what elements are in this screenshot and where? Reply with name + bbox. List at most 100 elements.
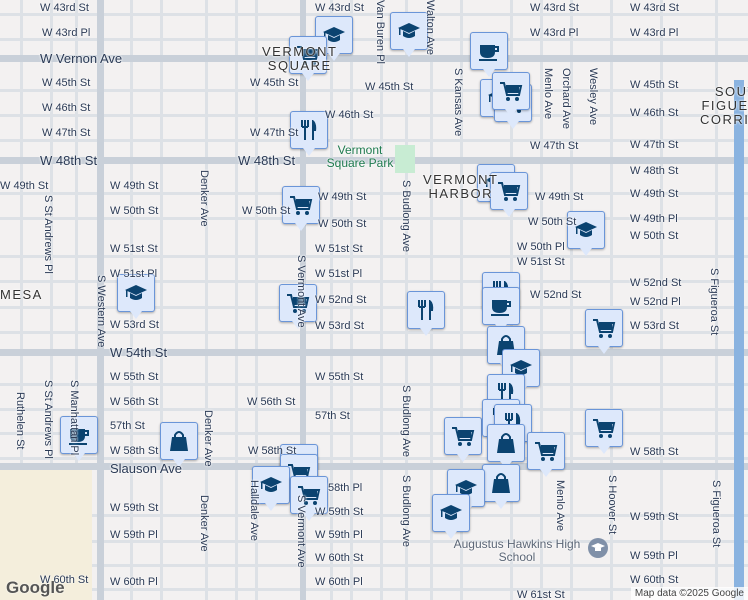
school-marker[interactable] (567, 211, 605, 256)
street-label: W 53rd St (630, 320, 679, 332)
school-marker[interactable] (432, 494, 470, 539)
street-label: W 45th St (250, 77, 299, 89)
street-label: W 46th St (630, 107, 679, 119)
street-label: W 51st St (110, 243, 158, 255)
street-label: W 59th St (630, 511, 679, 523)
street-label: W 51st Pl (315, 268, 363, 280)
grocery-marker[interactable] (527, 432, 565, 477)
shopping-marker[interactable] (482, 464, 520, 509)
street-label: Denker Ave (198, 495, 210, 552)
street (0, 114, 748, 117)
grocery-marker[interactable] (490, 172, 528, 217)
grocery-marker[interactable] (585, 309, 623, 354)
school-marker[interactable] (252, 466, 290, 511)
street-label: W 51st Pl (110, 268, 158, 280)
street (350, 0, 353, 600)
street-label: W 50th St (630, 230, 679, 242)
street (20, 0, 23, 600)
school-marker[interactable] (117, 274, 155, 319)
street-label: W 50th St (318, 218, 367, 230)
street-label: 57th St (110, 420, 145, 432)
grocery-icon (287, 294, 310, 313)
street (0, 255, 748, 258)
cafe-marker[interactable] (482, 287, 520, 332)
restaurant-icon (418, 300, 434, 320)
street (0, 13, 748, 16)
street (0, 383, 748, 386)
street-label: W 58th St (630, 446, 679, 458)
street-label: 57th St (315, 410, 350, 422)
shopping-marker[interactable] (160, 422, 198, 467)
street (715, 0, 718, 600)
street-label: W 45th St (42, 77, 91, 89)
grocery-marker[interactable] (585, 409, 623, 454)
street-label: W 48th St (630, 165, 679, 177)
restaurant-marker[interactable] (290, 111, 328, 156)
street-label: W 47th St (530, 140, 579, 152)
street-label: Wesley Ave (587, 68, 599, 126)
street (0, 306, 748, 309)
street-label: W 59th Pl (630, 550, 678, 562)
restaurant-marker[interactable] (407, 291, 445, 336)
cafe-marker[interactable] (60, 416, 98, 461)
street-label: W 47th St (630, 139, 679, 151)
school-icon (398, 23, 420, 38)
major-road (0, 463, 748, 470)
shopping-marker[interactable] (487, 424, 525, 469)
street-label: W 55th St (110, 371, 159, 383)
school-icon (575, 222, 597, 237)
street-label: W 53rd St (110, 319, 159, 331)
school-icon (260, 477, 282, 492)
school-icon (510, 360, 532, 375)
park-label[interactable]: Vermont Square Park (326, 143, 394, 170)
street-label: Ruthelen St (14, 392, 26, 450)
grocery-marker[interactable] (444, 417, 482, 462)
street-label: W 46th St (325, 109, 374, 121)
map-attribution[interactable]: Map data ©2025 Google (630, 587, 748, 600)
street (0, 408, 748, 411)
cafe-marker[interactable] (470, 32, 508, 77)
grocery-icon (535, 442, 558, 461)
street (235, 0, 238, 600)
street-label: W 60th St (630, 574, 679, 586)
grocery-marker[interactable] (290, 476, 328, 521)
grocery-icon (498, 182, 521, 201)
grocery-marker[interactable] (492, 72, 530, 117)
street-label: W 60th Pl (315, 576, 363, 588)
school-marker[interactable] (315, 16, 353, 61)
street-label: W 54th St (110, 345, 168, 360)
street (0, 192, 748, 195)
street-label: W 49th St (318, 191, 367, 203)
street (0, 514, 748, 517)
street (405, 0, 408, 600)
grocery-icon (297, 46, 320, 65)
street (0, 89, 748, 92)
grocery-marker[interactable] (279, 284, 317, 329)
grocery-icon (298, 486, 321, 505)
shopping-icon (497, 433, 515, 453)
school-pin-icon[interactable] (588, 538, 608, 558)
street-label: S Vermont Ave (295, 495, 307, 568)
street (0, 217, 748, 220)
school-marker[interactable] (390, 12, 428, 57)
street-label: W 49th St (535, 191, 584, 203)
street (610, 0, 613, 600)
grocery-marker[interactable] (282, 186, 320, 231)
street-label: S St Andrews Pl (42, 195, 54, 274)
street-label: W 47th St (250, 127, 299, 139)
street-label: S Western Ave (95, 275, 107, 348)
street-label: W 58th St (248, 445, 297, 457)
school-label[interactable]: Augustus Hawkins High School (453, 537, 581, 564)
grocery-marker[interactable] (289, 36, 327, 81)
street-label: S St Andrews Pl (42, 380, 54, 459)
street-label: W 48th St (40, 153, 98, 168)
cafe-icon (69, 429, 89, 445)
street-label: Walton Ave (424, 0, 436, 56)
street-label: W 56th St (110, 396, 159, 408)
street-label: W 53rd St (315, 320, 364, 332)
street-label: S Figueroa St (710, 480, 722, 548)
street-label: S Hoover St (606, 475, 618, 535)
street-label: W 61st St (517, 589, 565, 600)
street-label: S Budlong Ave (400, 475, 412, 547)
